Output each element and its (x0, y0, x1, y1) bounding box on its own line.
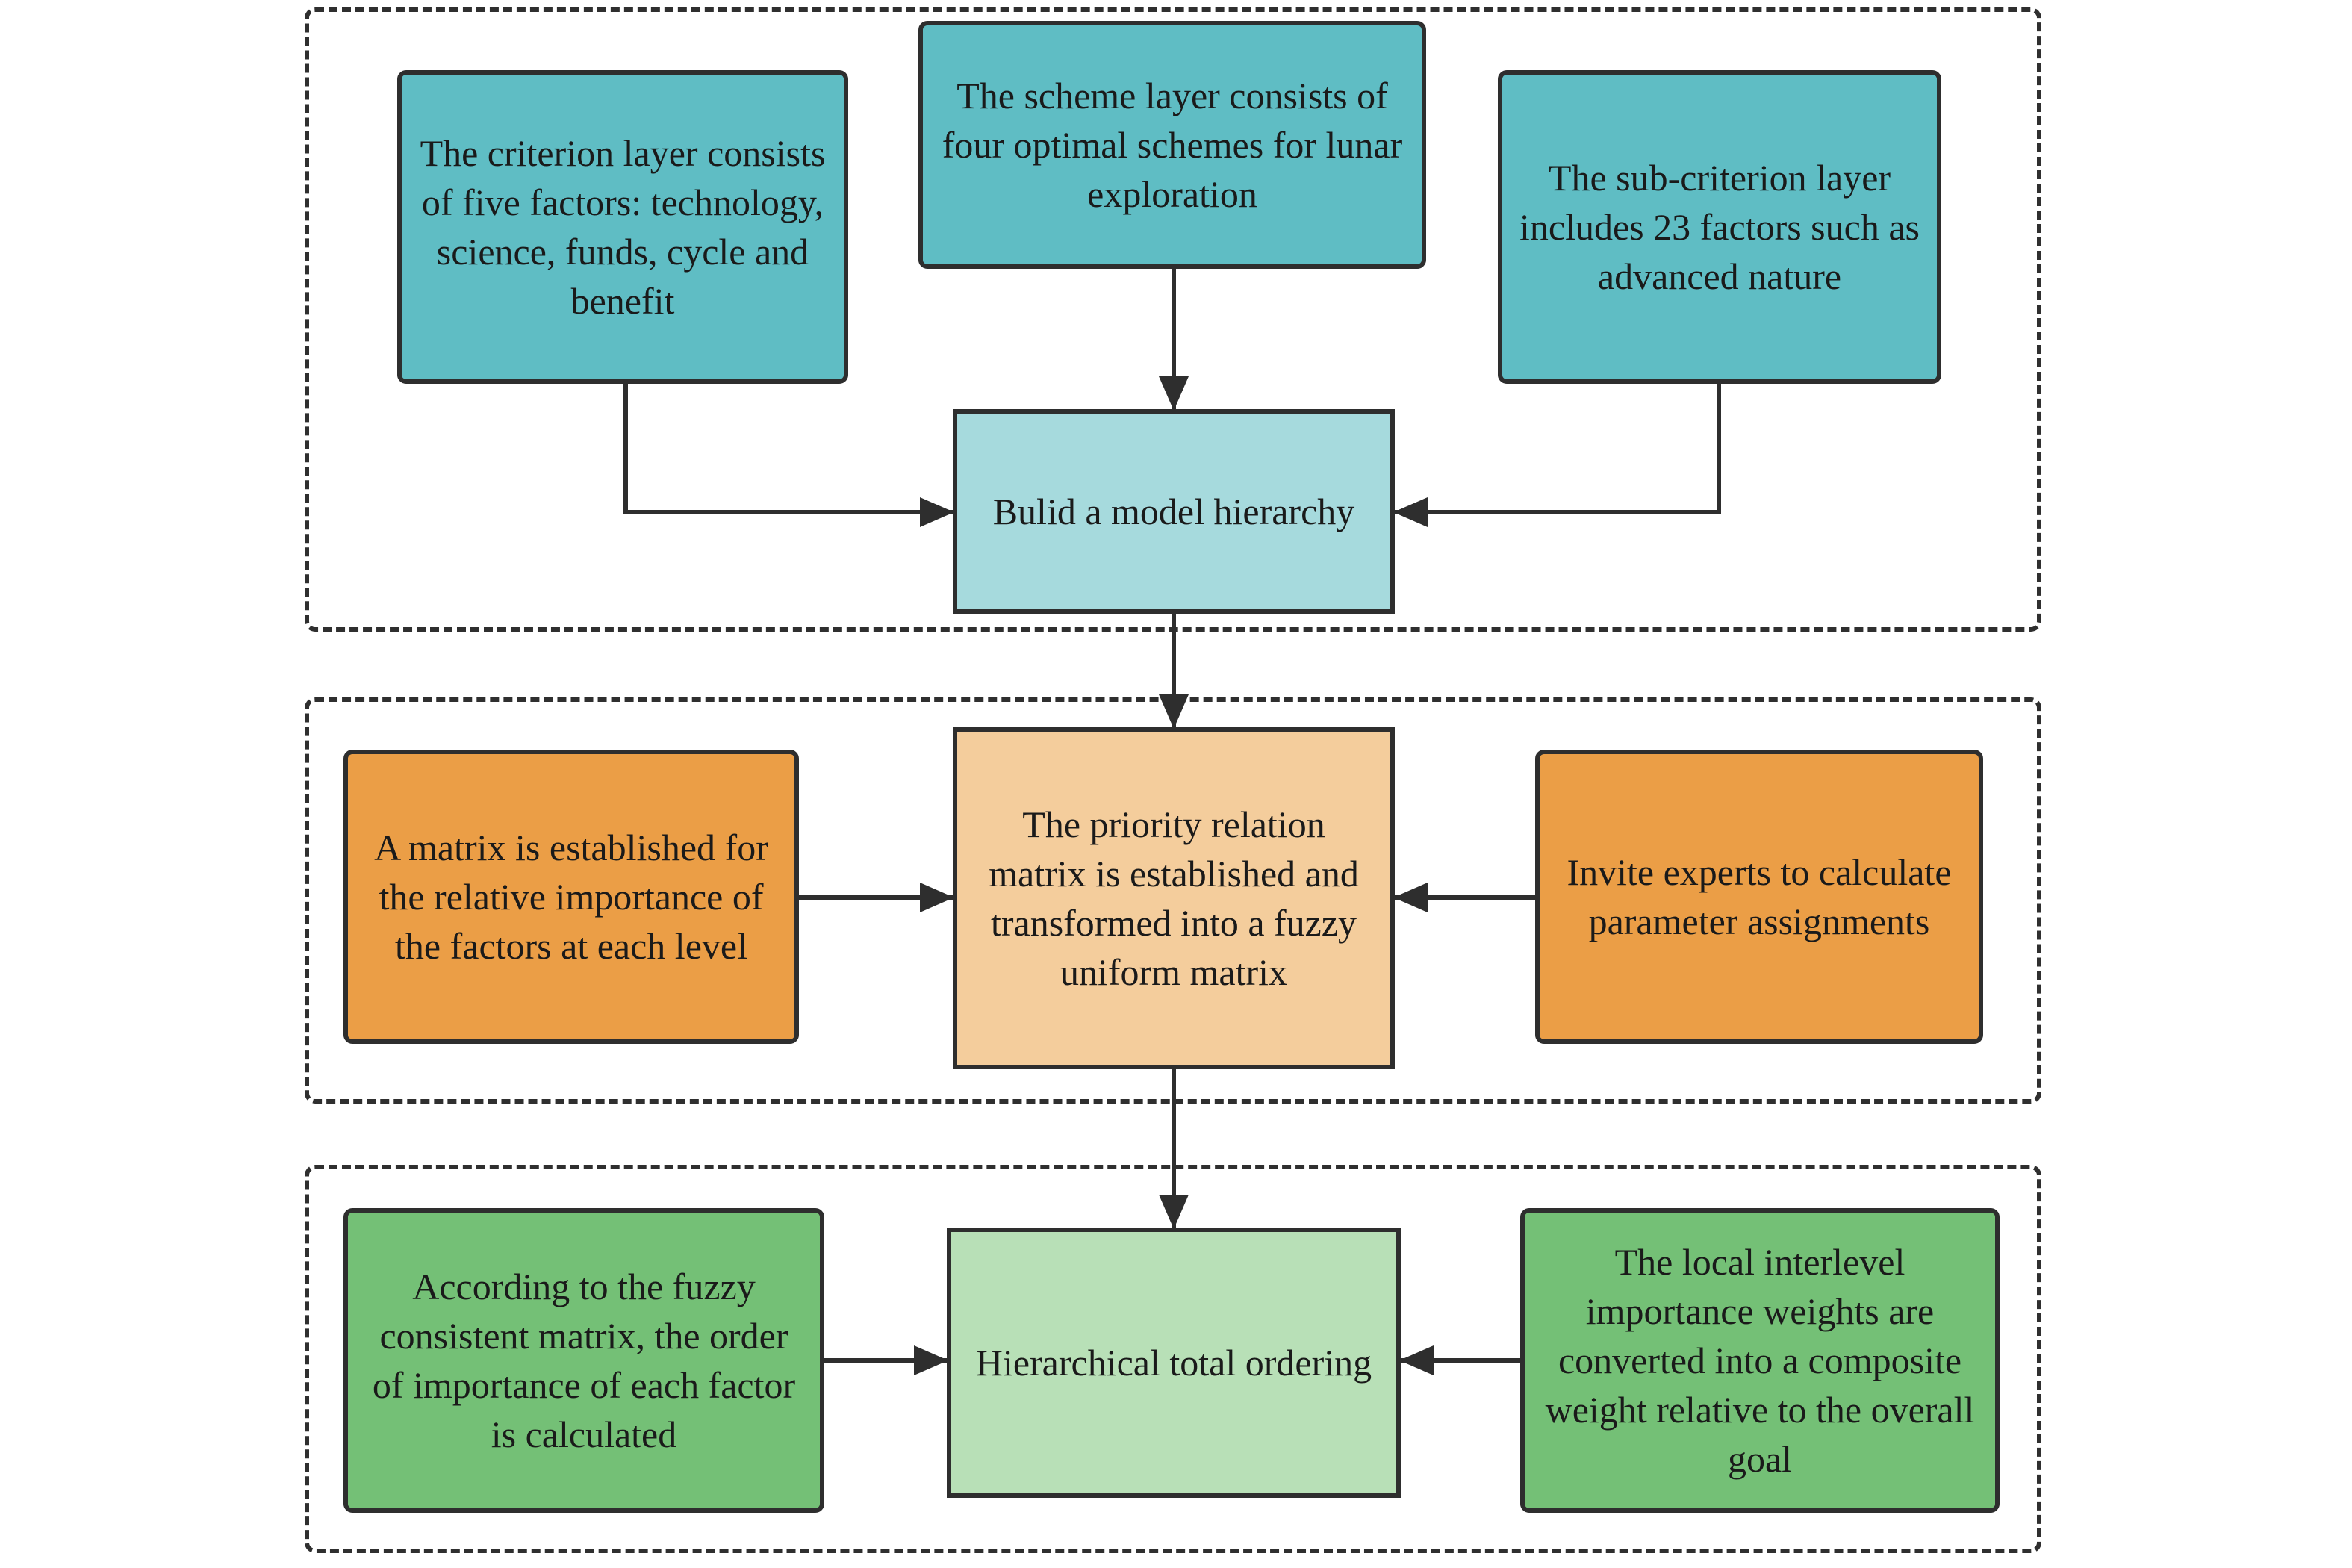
sub-criterion-layer-box: The sub-criterion layer includes 23 fact… (1498, 70, 1941, 384)
scheme-layer-text: The scheme layer consists of four optima… (942, 75, 1403, 215)
importance-order-box: According to the fuzzy consistent matrix… (343, 1208, 824, 1513)
invite-experts-text: Invite experts to calculate parameter as… (1567, 851, 1952, 942)
priority-relation-matrix-box: The priority relation matrix is establis… (953, 727, 1395, 1069)
importance-order-text: According to the fuzzy consistent matrix… (372, 1266, 796, 1455)
hierarchical-total-ordering-text: Hierarchical total ordering (975, 1342, 1372, 1384)
priority-relation-matrix-text: The priority relation matrix is establis… (989, 803, 1359, 993)
model-hierarchy-text: Bulid a model hierarchy (992, 491, 1355, 532)
criterion-layer-box: The criterion layer consists of five fac… (397, 70, 848, 384)
model-hierarchy-box: Bulid a model hierarchy (953, 409, 1395, 614)
sub-criterion-layer-text: The sub-criterion layer includes 23 fact… (1519, 157, 1920, 297)
relative-importance-matrix-text: A matrix is established for the relative… (374, 827, 768, 967)
relative-importance-matrix-box: A matrix is established for the relative… (343, 750, 799, 1044)
invite-experts-box: Invite experts to calculate parameter as… (1535, 750, 1983, 1044)
hierarchical-total-ordering-box: Hierarchical total ordering (947, 1228, 1401, 1498)
composite-weight-text: The local interlevel importance weights … (1545, 1241, 1975, 1480)
arrow-subcriterion-to-hierarchy (1393, 384, 1721, 527)
scheme-layer-box: The scheme layer consists of four optima… (918, 21, 1426, 269)
composite-weight-box: The local interlevel importance weights … (1520, 1208, 2000, 1513)
criterion-layer-text: The criterion layer consists of five fac… (420, 132, 826, 322)
arrow-criterion-to-hierarchy (623, 384, 954, 527)
